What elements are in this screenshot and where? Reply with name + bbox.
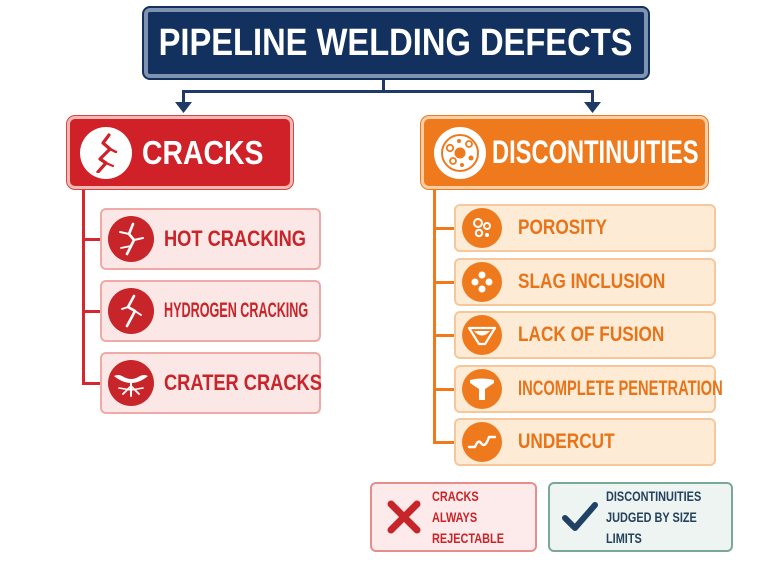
item-label: HYDROGEN CRACKING [164, 299, 309, 322]
item-label: POROSITY [518, 216, 607, 239]
note-text: CRACKS ALWAYS REJECTABLE [432, 487, 505, 546]
undercut-icon [462, 422, 502, 462]
item-label: INCOMPLETE PENETRATION [518, 377, 723, 400]
x-mark-icon [384, 497, 424, 537]
crack-branch-icon [108, 216, 154, 262]
item-label: CRATER CRACKS [164, 370, 322, 395]
slag-icon [462, 262, 502, 302]
cracks-trunk [82, 189, 85, 385]
category-label: CRACKS [142, 133, 264, 171]
item-porosity: POROSITY [454, 204, 716, 252]
branch-right [591, 90, 594, 104]
category-cracks: CRACKS [67, 116, 293, 189]
pores-icon [462, 208, 502, 248]
disc-branch [433, 281, 457, 284]
branch-left [182, 90, 185, 104]
item-label: LACK OF FUSION [518, 323, 665, 346]
title-stem [382, 78, 385, 92]
branch-bar [182, 90, 594, 93]
note-discontinuities-size: DISCONTINUITIES JUDGED BY SIZE LIMITS [548, 482, 733, 552]
disc-trunk [433, 189, 436, 443]
item-crater-cracks: CRATER CRACKS [100, 352, 322, 414]
crack-lightning-icon [108, 288, 154, 334]
bubbles-icon [434, 126, 486, 179]
disc-branch [433, 334, 457, 337]
item-hot-cracking: HOT CRACKING [100, 208, 321, 270]
item-label: HOT CRACKING [164, 226, 307, 251]
cracks-branch [82, 310, 104, 313]
cracks-branch [82, 238, 104, 241]
item-undercut: UNDERCUT [454, 418, 716, 466]
note-cracks-rejectable: CRACKS ALWAYS REJECTABLE [370, 482, 537, 552]
item-hydrogen-cracking: HYDROGEN CRACKING [100, 280, 321, 342]
title-banner: PIPELINE WELDING DEFECTS [144, 8, 648, 78]
category-discontinuities: DISCONTINUITIES [421, 116, 708, 189]
disc-branch [433, 227, 457, 230]
item-lack-of-fusion: LACK OF FUSION [454, 311, 716, 359]
check-mark-icon [560, 497, 600, 537]
note-text: DISCONTINUITIES JUDGED BY SIZE LIMITS [606, 487, 702, 546]
crater-crack-icon [108, 360, 154, 406]
disc-branch [433, 388, 457, 391]
item-label: UNDERCUT [518, 430, 615, 453]
item-slag-inclusion: SLAG INCLUSION [454, 258, 716, 306]
item-label: SLAG INCLUSION [518, 270, 666, 293]
crack-icon [80, 126, 132, 179]
penetration-icon [462, 369, 502, 409]
item-incomplete-penetration: INCOMPLETE PENETRATION [454, 365, 723, 413]
arrowhead-left [175, 102, 192, 113]
arrowhead-right [584, 102, 601, 113]
cracks-branch [82, 382, 104, 385]
fusion-groove-icon [462, 315, 502, 355]
page-title: PIPELINE WELDING DEFECTS [159, 21, 633, 64]
category-label: DISCONTINUITIES [492, 134, 699, 170]
disc-branch [433, 441, 457, 444]
